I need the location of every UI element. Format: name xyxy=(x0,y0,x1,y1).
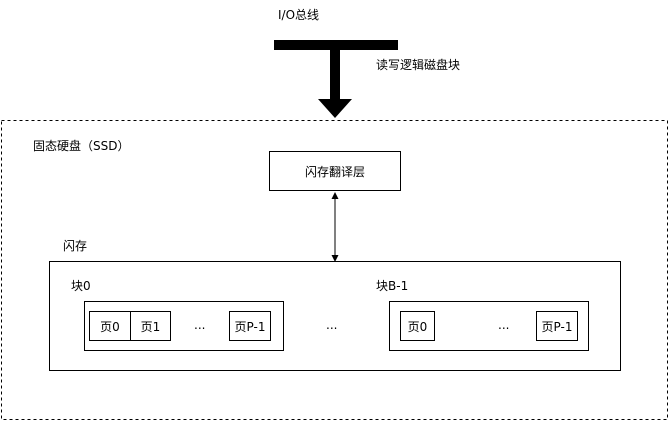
bus-arrow-head xyxy=(318,99,352,118)
page-label: 页0 xyxy=(100,319,120,334)
flash-translation-layer-box: 闪存翻译层 xyxy=(269,151,401,191)
page-label: 页0 xyxy=(407,319,428,334)
block-last-region xyxy=(389,301,589,351)
block-last-page-last: 页P-1 xyxy=(536,311,578,341)
page-label: 页P-1 xyxy=(541,319,573,334)
ssd-label: 固态硬盘（SSD） xyxy=(33,139,130,153)
connector-head-bottom xyxy=(331,255,339,262)
ftl-label: 闪存翻译层 xyxy=(304,164,365,179)
block-0-label: 块0 xyxy=(71,279,91,293)
page-label: 页P-1 xyxy=(234,319,266,334)
io-bus-label: I/O总线 xyxy=(278,8,320,22)
block-last-pages-ellipsis: ... xyxy=(498,318,510,332)
block-last-label: 块B-1 xyxy=(376,279,409,293)
block-0-page-second: 页1 xyxy=(130,311,171,341)
block-0-page-last: 页P-1 xyxy=(229,311,271,341)
connector-head-top xyxy=(331,192,339,199)
block-0-region xyxy=(84,301,284,351)
flash-region xyxy=(49,261,621,371)
bus-arrow-label: 读写逻辑磁盘块 xyxy=(376,58,461,72)
block-last-page-first: 页0 xyxy=(400,311,435,341)
block-0-page-first: 页0 xyxy=(89,311,131,341)
ssd-border xyxy=(1,120,668,420)
bus-arrow-stem xyxy=(330,50,340,100)
blocks-ellipsis: ... xyxy=(326,318,338,332)
block-0-pages-ellipsis: ... xyxy=(194,318,206,332)
flash-label: 闪存 xyxy=(63,239,88,253)
io-bus-bar xyxy=(274,40,398,50)
page-label: 页1 xyxy=(140,319,161,334)
